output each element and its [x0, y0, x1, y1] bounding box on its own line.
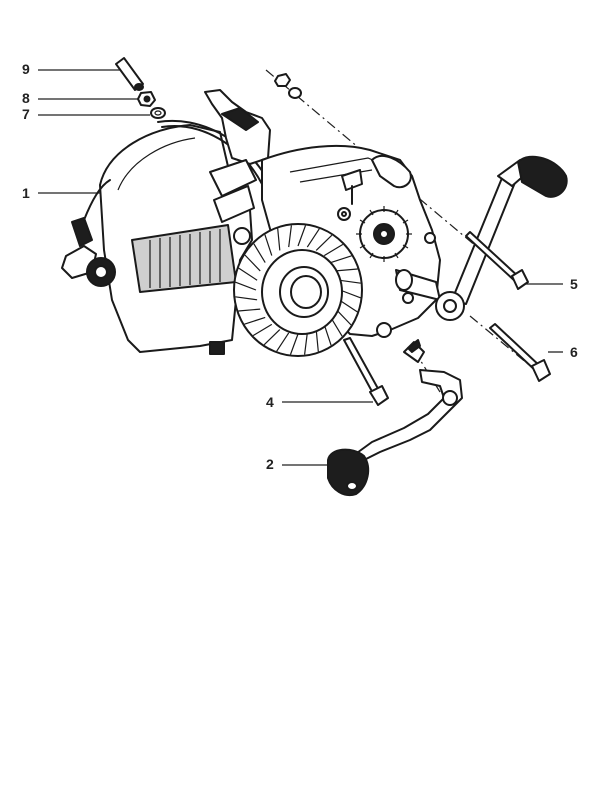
flywheel-fin: [244, 254, 261, 272]
flywheel-fin: [276, 332, 290, 352]
flywheel-fin: [339, 289, 361, 299]
sprocket: [356, 206, 412, 262]
part-8-nut: [137, 91, 156, 107]
flywheel-fin: [338, 279, 361, 284]
part-2-gear-pedal: [327, 339, 463, 496]
callout-7-label: 7: [22, 106, 30, 122]
callout-9-label: 9: [22, 61, 30, 77]
flywheel-fin: [306, 228, 320, 248]
callout-8: 8: [22, 90, 140, 106]
flywheel-fin: [238, 308, 261, 312]
flywheel-fin: [238, 267, 258, 281]
callout-1-label: 1: [22, 185, 30, 201]
callout-1: 1: [22, 185, 106, 201]
flywheel-fin: [315, 329, 319, 352]
flywheel-fin: [323, 243, 344, 257]
flywheel-fin: [297, 225, 307, 247]
flywheel-fin: [235, 281, 257, 291]
flywheel-fin: [330, 255, 352, 264]
callout-7: 7: [22, 106, 150, 122]
flywheel-fin: [277, 228, 281, 251]
crankcase: [261, 144, 441, 338]
flywheel-fin: [263, 329, 281, 346]
part-9-sleeve: [115, 57, 144, 91]
flywheel-fin: [252, 323, 273, 337]
callout-2-label: 2: [266, 456, 274, 472]
kickstart-lever: [435, 155, 568, 321]
callout-9: 9: [22, 61, 120, 77]
callout-4-label: 4: [266, 394, 274, 410]
flywheel-fin: [235, 296, 258, 301]
top-nut-washer: [274, 73, 302, 99]
kickstart-spindle: [395, 232, 441, 301]
flywheel-fin: [288, 225, 292, 248]
part-4-bolt: [343, 337, 389, 406]
callout-8-label: 8: [22, 90, 30, 106]
flywheel-fin: [244, 316, 266, 325]
flywheel-fin: [304, 332, 308, 355]
flywheel-fin: [264, 234, 273, 256]
spark-plug-cap: [61, 179, 116, 287]
flywheel-fin: [323, 324, 332, 346]
carburettor: [204, 89, 271, 245]
callout-6: 6: [548, 344, 578, 360]
part-1-flywheel-cover: [99, 124, 253, 355]
part-5-bolt: [465, 231, 529, 290]
flywheel-fin: [335, 268, 358, 272]
callout-4: 4: [266, 394, 373, 410]
flywheel: [233, 223, 363, 357]
flywheel-fin: [330, 317, 343, 337]
flywheel-fin: [253, 243, 266, 263]
flywheel-fin: [315, 234, 333, 251]
callout-5-label: 5: [570, 276, 578, 292]
callout-5: 5: [526, 276, 578, 292]
callout-6-label: 6: [570, 344, 578, 360]
part-6-bolt: [489, 323, 551, 382]
part-7-washer: [150, 107, 166, 119]
flywheel-fin: [289, 333, 299, 355]
callout-2: 2: [266, 456, 328, 472]
